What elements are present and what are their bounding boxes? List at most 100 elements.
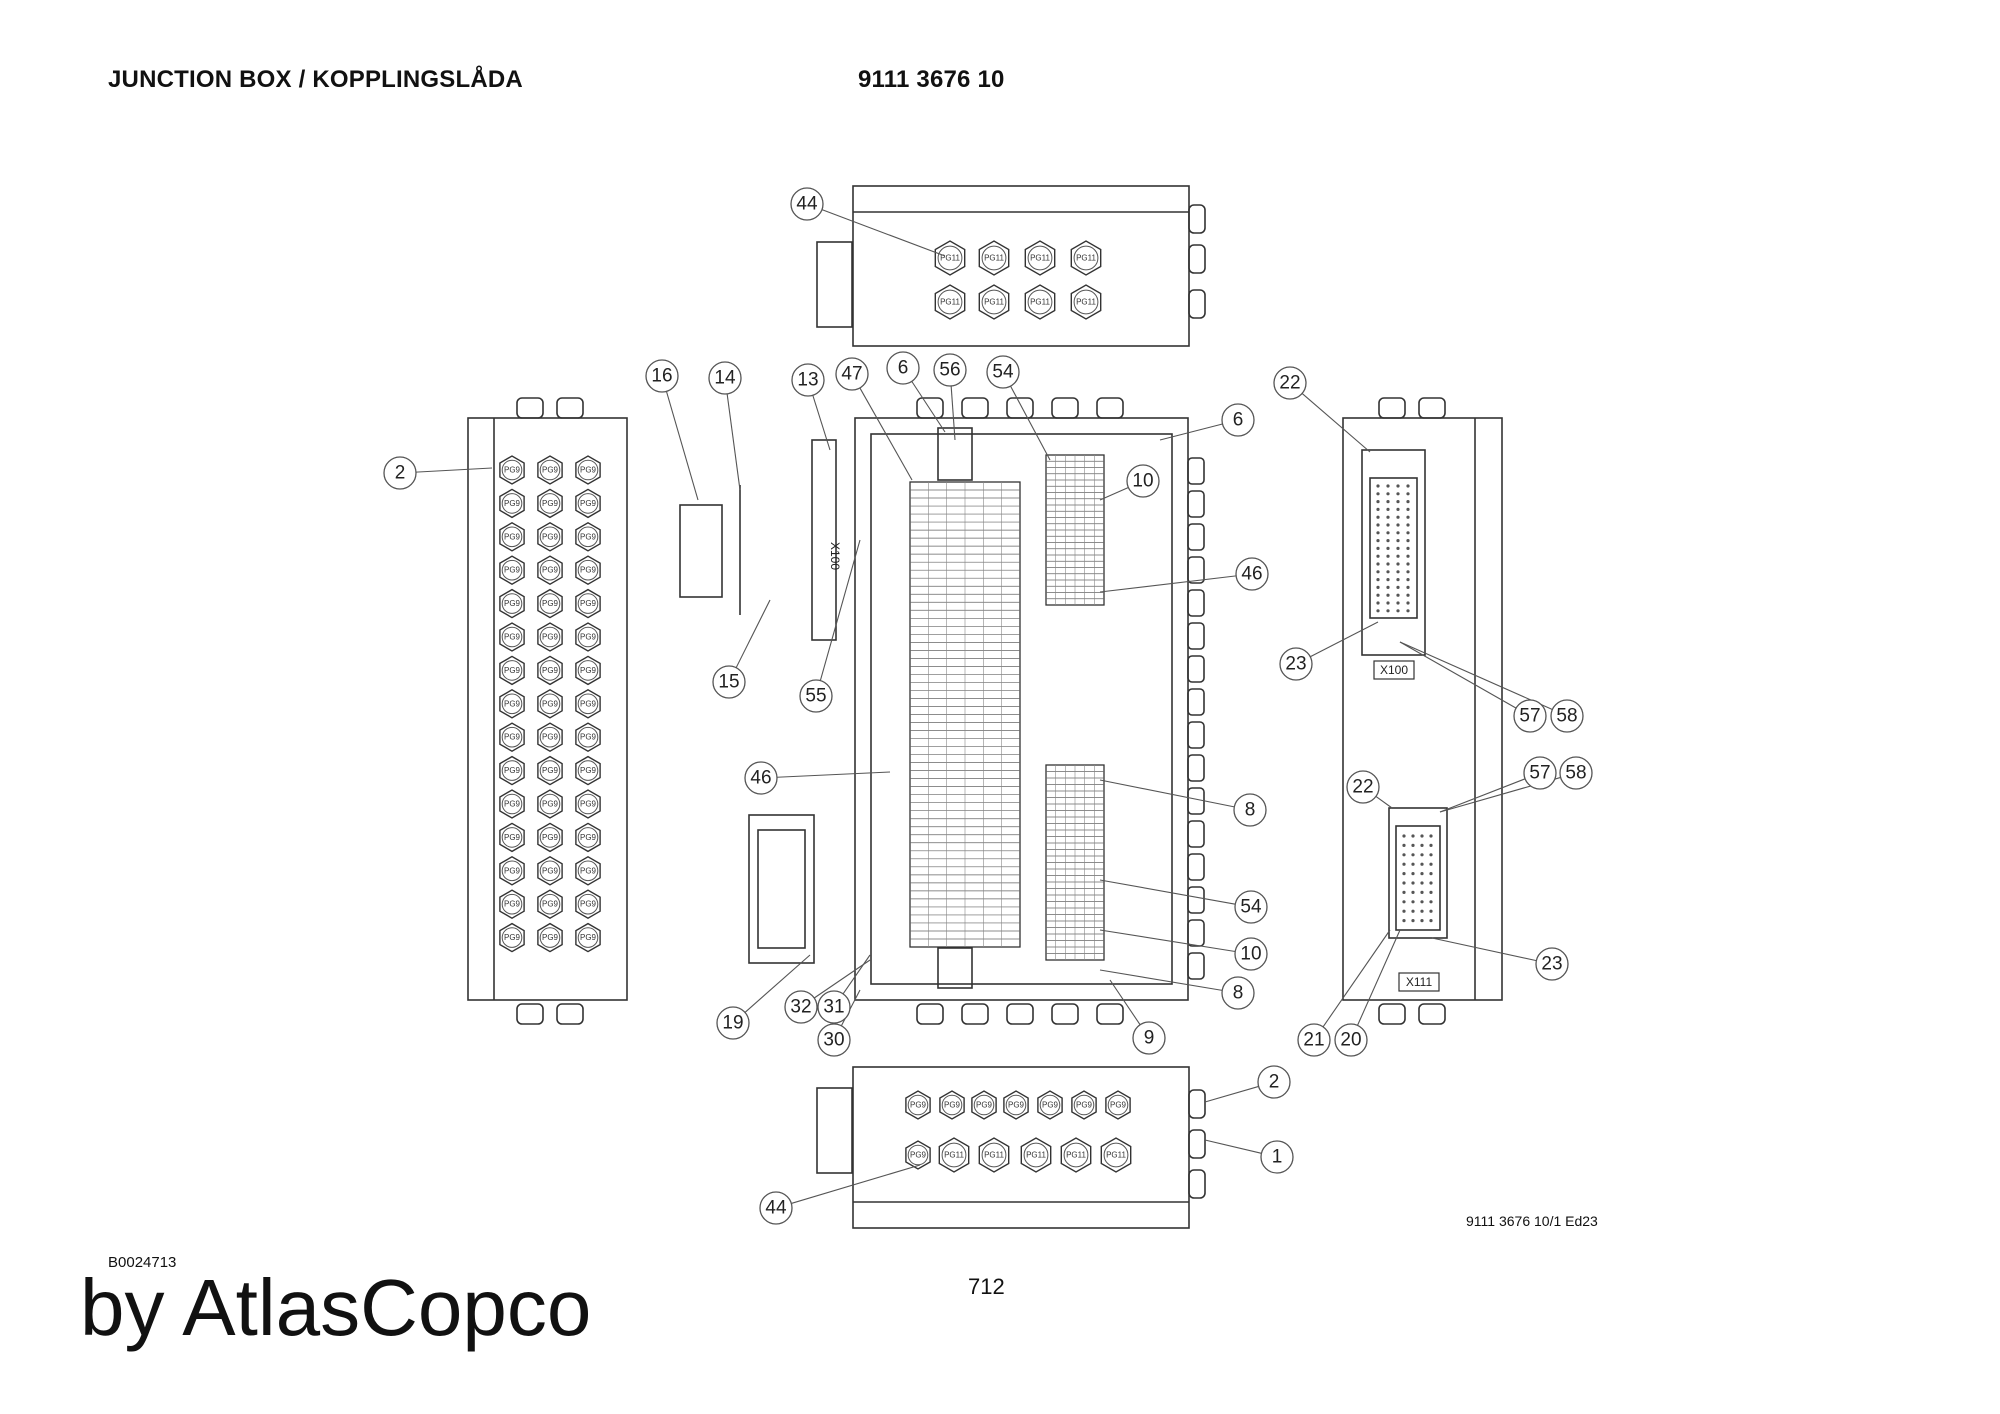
cable-gland: PG9: [499, 789, 525, 819]
connector-pin: [1386, 578, 1390, 582]
callout-bubble: 13: [791, 363, 825, 397]
callout-number: 16: [651, 366, 672, 387]
gland-ring: [577, 526, 599, 548]
gland-hexagon: [537, 789, 563, 819]
connector-pin: [1411, 843, 1415, 848]
connector-pin: [1420, 862, 1424, 866]
gland-hexagon: [1037, 1090, 1063, 1120]
gland-ring: [501, 760, 523, 781]
side-gland: [1187, 952, 1205, 980]
part-number: 9111 3676 10: [858, 66, 1005, 93]
side-gland: [516, 397, 544, 419]
gland-label: PG9: [580, 766, 597, 775]
callout-circle: [716, 1006, 750, 1040]
connector-pin: [1396, 601, 1400, 605]
connector-tag: X100: [1373, 660, 1415, 680]
callout-bubble: 32: [784, 990, 818, 1024]
callout-circle: [1126, 464, 1160, 498]
callout-bubble: 58: [1550, 699, 1584, 733]
callout-number: 47: [841, 364, 862, 385]
connector-pin: [1386, 515, 1390, 519]
cable-duct-top: [937, 427, 973, 481]
connector-pin: [1386, 531, 1390, 535]
gland-hexagon: [499, 488, 525, 519]
connector-pin: [1411, 890, 1415, 895]
cable-gland: PG9: [575, 822, 601, 853]
cable-gland: PG9: [575, 789, 601, 819]
gland-label: PG9: [504, 766, 521, 775]
gland-hexagon: [537, 455, 563, 485]
side-gland: [556, 1003, 584, 1025]
connector-pin: [1396, 578, 1400, 582]
connector-pin: [1376, 601, 1380, 605]
gland-label: PG9: [504, 733, 521, 742]
cable-gland: PG11: [1070, 240, 1102, 276]
leader-line: [1439, 778, 1526, 813]
callout-bubble: 31: [817, 990, 851, 1024]
callout-number: 8: [1245, 800, 1256, 821]
connector-pin: [1386, 507, 1390, 511]
gland-hexagon: [575, 622, 601, 652]
connector-pin: [1396, 546, 1400, 551]
gland-label: PG9: [542, 566, 559, 575]
cable-gland: PG11: [934, 284, 966, 320]
cable-gland: PG9: [499, 688, 525, 719]
gland-label: PG9: [944, 1101, 961, 1110]
gland-label: PG9: [542, 866, 559, 875]
gland-hexagon: [537, 722, 563, 753]
gland-ring: [1073, 245, 1099, 271]
cable-gland: PG9: [1071, 1090, 1097, 1120]
gland-ring: [577, 559, 599, 581]
connector-pin: [1406, 523, 1410, 527]
callout-bubble: 47: [835, 357, 869, 391]
callout-number: 2: [395, 463, 406, 484]
connector-pin: [1386, 562, 1390, 566]
gland-ring: [1073, 1094, 1095, 1116]
connector-pin: [1411, 919, 1415, 923]
gland-ring: [941, 1094, 963, 1116]
gland-hexagon: [499, 889, 525, 920]
gland-hexagon: [905, 1140, 931, 1170]
gland-ring: [981, 289, 1007, 315]
gland-label: PG9: [504, 532, 521, 541]
gland-ring: [577, 660, 599, 681]
callout-bubble: 54: [986, 355, 1020, 389]
gland-hexagon: [499, 622, 525, 652]
cable-gland: PG9: [575, 555, 601, 586]
terminal-block-right-bottom: [1045, 764, 1105, 961]
side-gland: [1187, 622, 1205, 650]
connector-pin: [1429, 843, 1433, 848]
page-number: 712: [968, 1274, 1005, 1299]
callout-bubble: 14: [708, 361, 742, 395]
callout-number: 6: [898, 358, 909, 379]
callout-number: 19: [722, 1013, 743, 1034]
gland-label: PG9: [580, 599, 597, 608]
cable-duct-bottom: [937, 947, 973, 989]
cable-gland: PG11: [978, 1137, 1010, 1173]
cable-gland: PG11: [978, 284, 1010, 320]
connector-pin: [1429, 909, 1433, 913]
connector-tag: X111: [1398, 972, 1440, 992]
callout-bubble: 58: [1559, 756, 1593, 790]
connector-pin: [1420, 872, 1424, 876]
gland-label: PG9: [580, 800, 597, 809]
leader-line: [776, 771, 891, 778]
connector-pin: [1406, 562, 1410, 566]
gland-ring: [577, 860, 599, 882]
top-cable-gland: [961, 397, 989, 419]
cable-gland: PG9: [939, 1090, 965, 1120]
gland-ring: [981, 1142, 1007, 1168]
gland-label: PG9: [504, 800, 521, 809]
gland-hexagon: [938, 1137, 970, 1173]
gland-ring: [937, 245, 963, 271]
callout-circle: [986, 355, 1020, 389]
callout-number: 8: [1233, 983, 1244, 1004]
callout-circle: [799, 679, 833, 713]
cable-gland: PG9: [499, 622, 525, 652]
connector-pin: [1396, 570, 1400, 574]
connector-pin: [1406, 570, 1410, 574]
callout-circle: [708, 361, 742, 395]
connector-pin: [1420, 890, 1424, 895]
cable-gland: PG9: [499, 855, 525, 886]
gland-label: PG11: [1076, 298, 1096, 307]
